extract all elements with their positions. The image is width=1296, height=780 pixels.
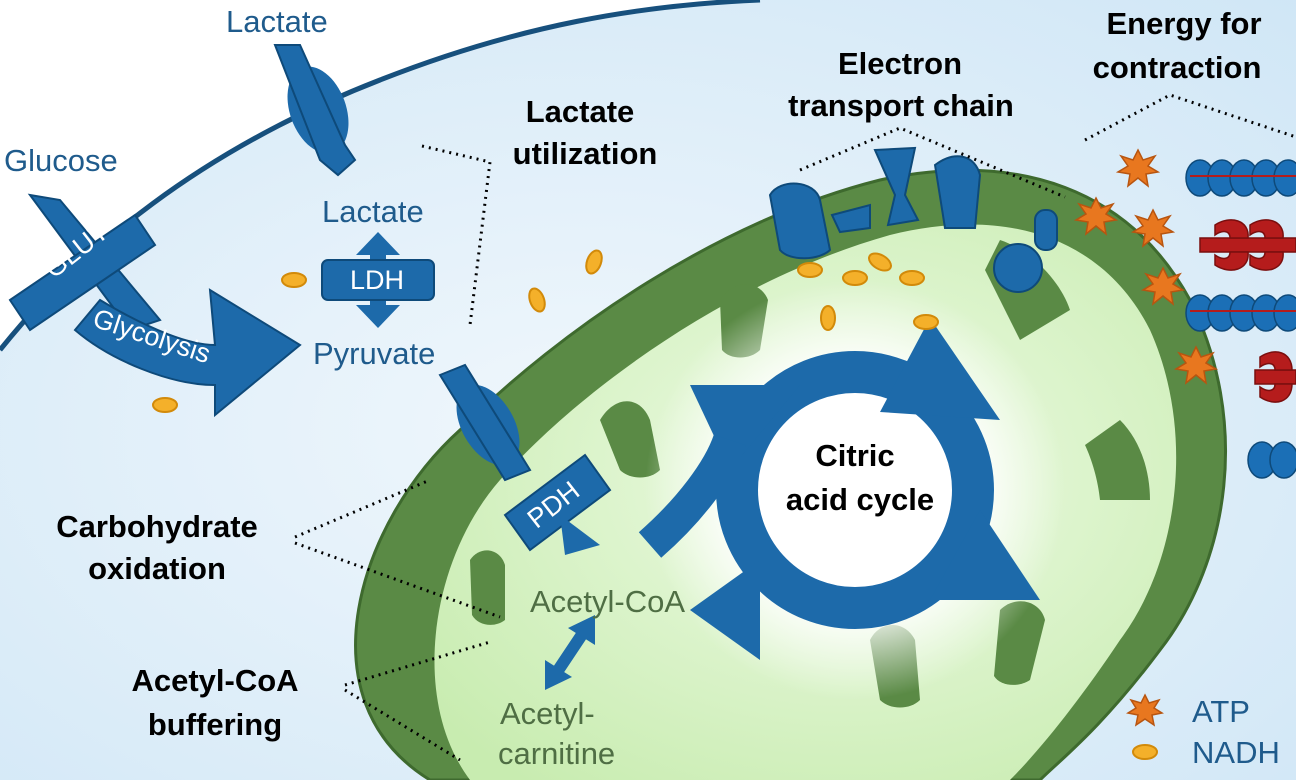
lactate-transporter: [273, 44, 357, 177]
acetylcoa-buffering-line1: Acetyl-CoA: [131, 663, 299, 698]
carbohydrate-oxidation-line2: oxidation: [88, 551, 226, 586]
citric-acid-cycle-ring: [716, 351, 994, 629]
acetyl-exchange-arrow: [545, 615, 595, 690]
cycle-arrowheads: [690, 318, 1040, 660]
glucose-label: Glucose: [4, 143, 118, 178]
electron-transport-line2: transport chain: [788, 88, 1014, 123]
acetylcoa-buffering-line2: buffering: [147, 707, 283, 742]
myosin-filaments: [1185, 159, 1296, 479]
lactate-utilization-line1: Lactate: [525, 94, 635, 129]
glycolysis-arrow: [73, 288, 302, 418]
legend-nadh-symbol: [1132, 744, 1158, 760]
ldh-double-arrow: [321, 232, 435, 328]
nadh-molecules: [152, 249, 939, 413]
electron-transport-complexes: [768, 146, 1058, 293]
pyruvate-label: Pyruvate: [313, 336, 436, 371]
citric-acid-cycle-title-line2: acid cycle: [785, 482, 935, 517]
lactate-inside-label: Lactate: [322, 194, 424, 229]
energy-contraction-line1: Energy for: [1106, 6, 1262, 41]
glut-transporter: [8, 193, 162, 332]
ldh-label: LDH: [350, 265, 405, 295]
electron-transport-line1: Electron: [837, 46, 963, 81]
acetylcarnitine-label-line2: carnitine: [498, 736, 616, 771]
carbohydrate-oxidation-line1: Carbohydrate: [56, 509, 258, 544]
actin-filaments: [1199, 219, 1296, 403]
acetyl-coa-label: Acetyl-CoA: [530, 584, 686, 619]
leader-lines: [294, 93, 1296, 762]
lactate-outside-label: Lactate: [226, 4, 328, 39]
legend-atp-label: ATP: [1192, 694, 1250, 729]
atp-molecules: [1073, 148, 1219, 727]
citric-acid-cycle-title-line1: Citric: [815, 438, 895, 473]
pdh-complex: [503, 453, 612, 555]
legend-nadh-label: NADH: [1192, 735, 1280, 770]
pyruvate-transporter: [438, 363, 532, 482]
acetylcarnitine-label-line1: Acetyl-: [500, 696, 595, 731]
energy-contraction-line2: contraction: [1092, 50, 1262, 85]
acetylcoa-to-cycle-arrow: [638, 434, 747, 558]
lactate-utilization-line2: utilization: [512, 136, 658, 171]
